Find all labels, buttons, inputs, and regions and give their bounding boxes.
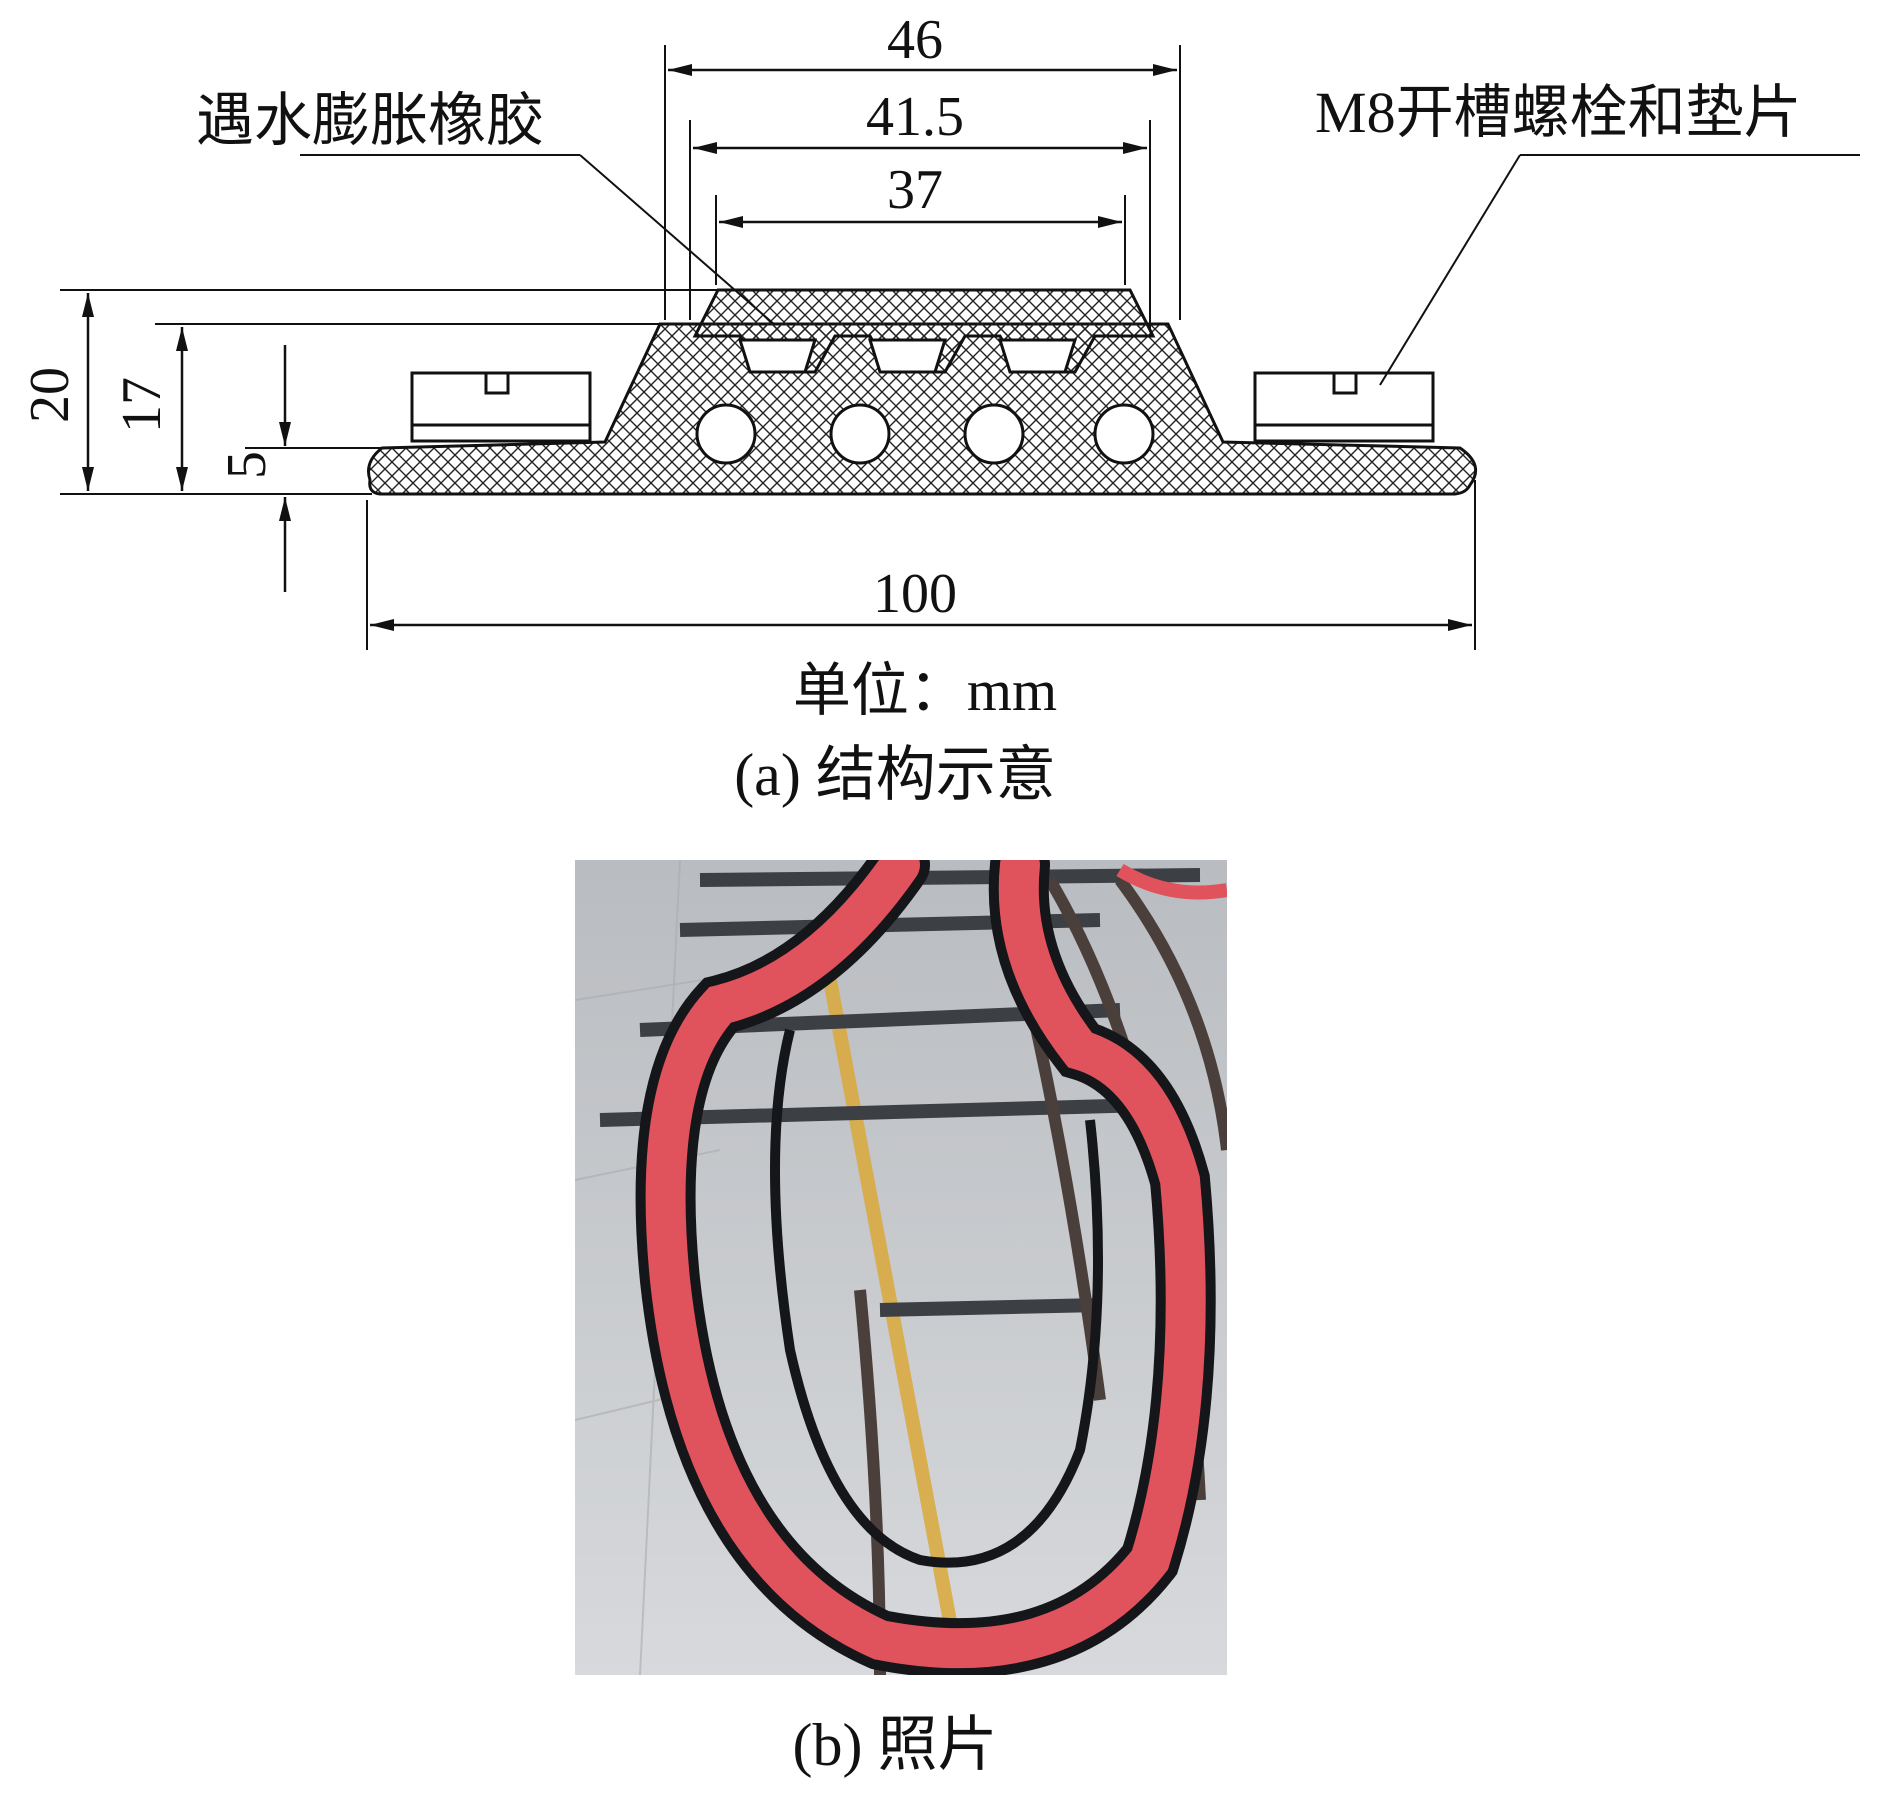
bolt-right (1253, 371, 1435, 443)
dim-37: 37 (887, 159, 943, 221)
dim-5: 5 (216, 451, 278, 479)
extension-lines (60, 45, 1476, 650)
dim-lines-vertical (82, 293, 291, 592)
holes (695, 403, 1155, 465)
caption-structure: (a) 结构示意 (734, 742, 1056, 808)
dovetail-grooves (737, 338, 1078, 374)
photo (575, 860, 1227, 1675)
bolt-left (410, 371, 592, 443)
dim-20: 20 (19, 367, 81, 423)
seal-section (367, 322, 1478, 496)
structure-drawing: 46 41.5 37 100 20 17 5 遇水膨胀橡胶 M8开槽螺栓和垫片 … (19, 9, 1860, 808)
dim-41-5: 41.5 (866, 86, 964, 148)
dim-100: 100 (873, 563, 957, 625)
dim-17: 17 (111, 377, 173, 433)
label-bolt-washer: M8开槽螺栓和垫片 (1315, 80, 1802, 145)
leader-lines (300, 154, 1860, 386)
unit-label: 单位：mm (793, 658, 1057, 723)
dim-lines-horizontal (370, 64, 1472, 631)
label-swelling-rubber: 遇水膨胀橡胶 (196, 88, 544, 153)
caption-photo: (b) 照片 (793, 1712, 998, 1778)
dim-46: 46 (887, 9, 943, 71)
